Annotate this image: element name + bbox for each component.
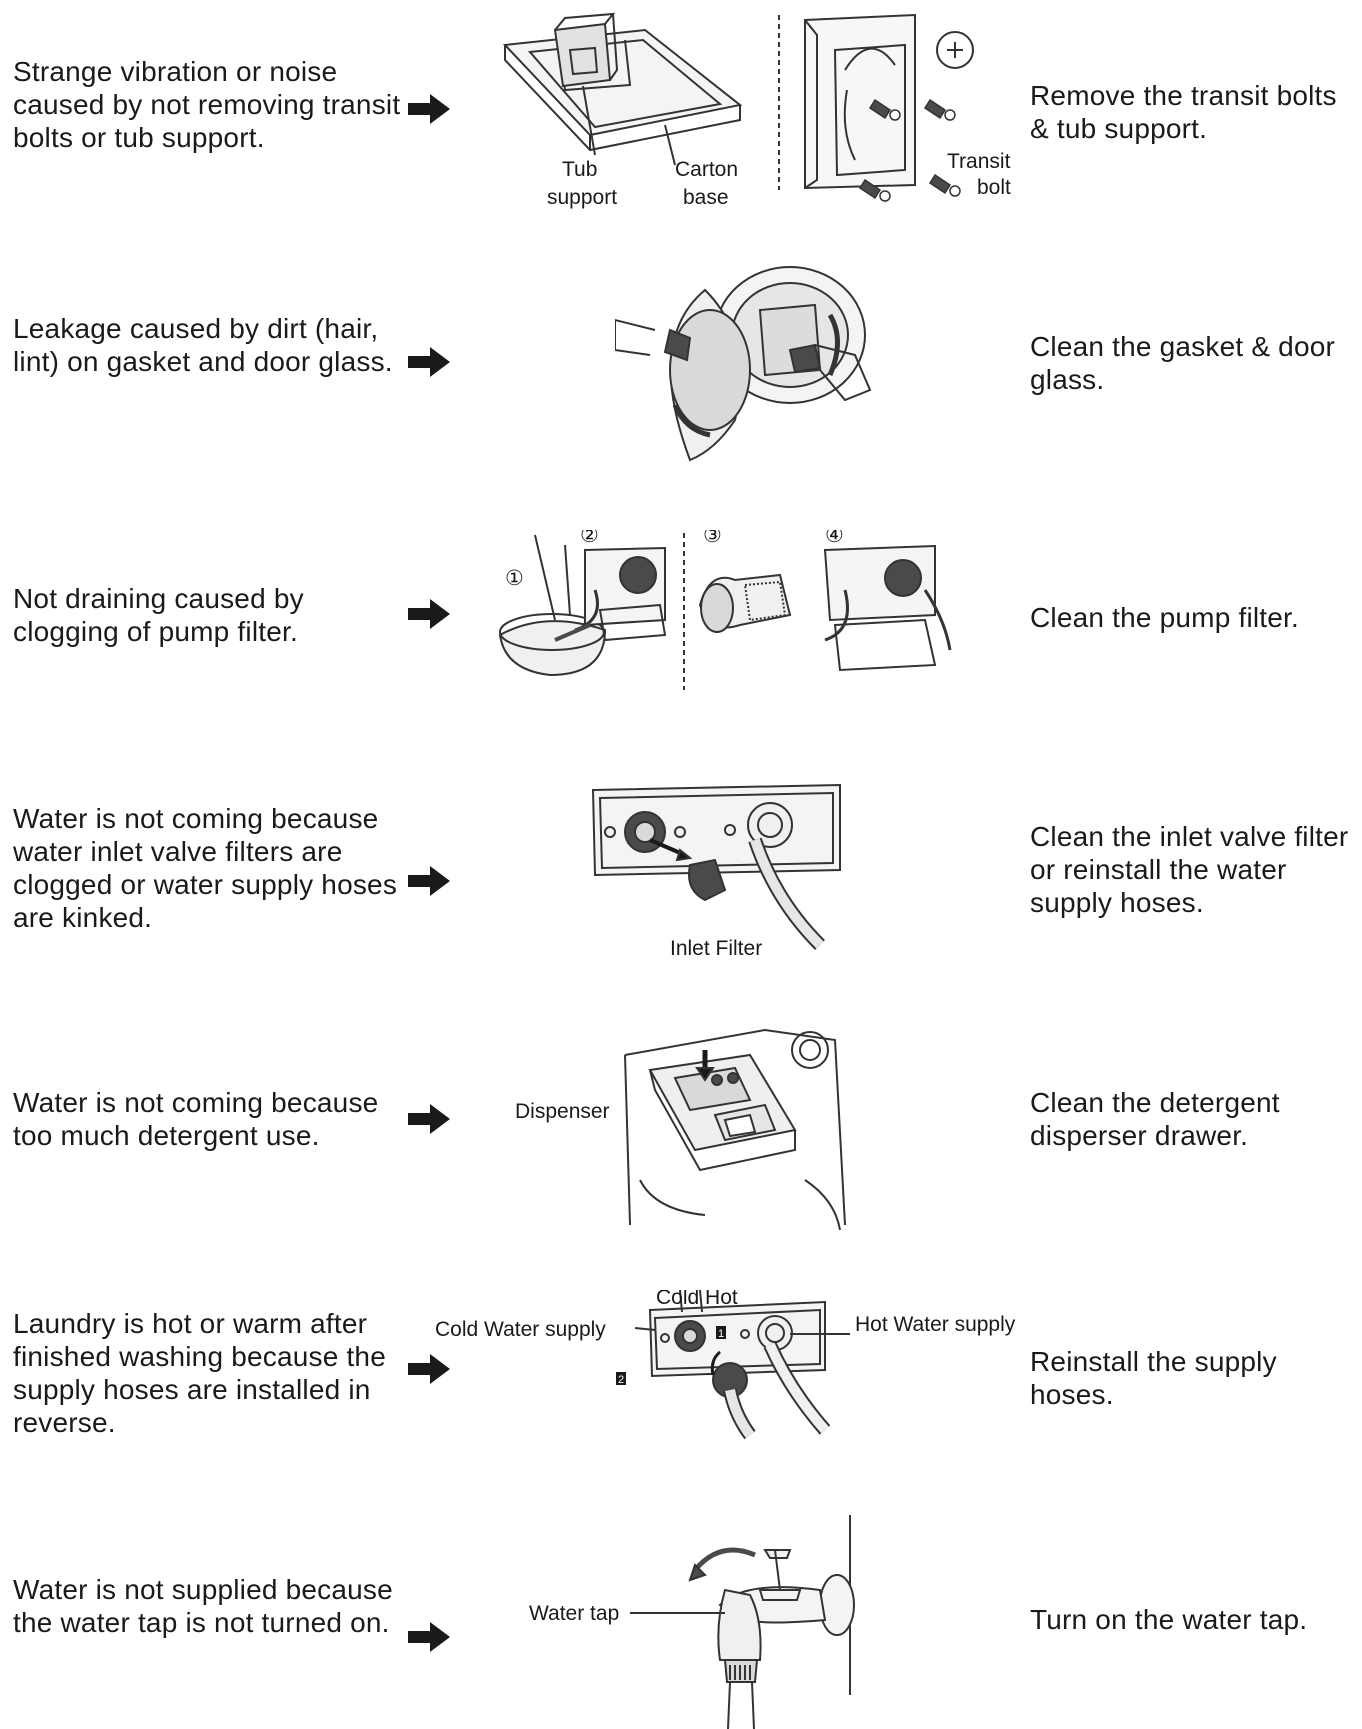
right-arrow-icon [408,599,450,629]
solution-text: Clean the gasket & door glass. [1030,331,1336,395]
hot-water-label: Hot Water supply [855,1313,1016,1336]
problem-text: Water is not coming because water inlet … [13,803,398,933]
problem-text: Leakage caused by dirt (hair, lint) on g… [13,313,393,377]
badge1-label: 1 [718,1328,724,1340]
right-arrow-icon [408,347,450,377]
solution-text: Remove the transit bolts & tub support. [1030,80,1337,144]
solution-text: Clean the inlet valve filter or reinstal… [1030,821,1349,918]
right-arrow-icon [408,94,450,124]
gasket-cleaning-illustration [615,266,872,462]
right-arrow-icon [408,1622,450,1652]
solution-text: Reinstall the supply hoses. [1030,1346,1277,1410]
badge2-label: 2 [618,1374,624,1386]
problem-text: Laundry is hot or warm after finished wa… [13,1308,386,1438]
problem-text: Water is not supplied because the water … [13,1574,393,1638]
water-tap-illustration: Water tap [529,1515,855,1729]
support-label: support [547,186,617,209]
step3-label: ③ [703,530,722,547]
pump-filter-illustration: ① ② ③ ④ [498,530,952,690]
base-label: base [683,186,729,209]
tub-label: Tub [562,158,597,181]
bolt-label: bolt [977,176,1011,199]
transit-bolts-illustration: Tub support Carton base Transit bolt [502,12,1011,209]
dispenser-illustration: Dispenser [515,1028,846,1231]
right-arrow-icon [408,1354,450,1384]
solution-text: Turn on the water tap. [1030,1604,1308,1635]
water-tap-label: Water tap [529,1602,619,1625]
step4-label: ④ [825,530,844,547]
inlet-filter-label: Inlet Filter [670,937,762,960]
transit-label: Transit [947,150,1011,173]
solution-text: Clean the detergent disperser drawer. [1030,1087,1280,1151]
problem-text: Not draining caused by clogging of pump … [13,583,304,647]
supply-hoses-illustration: 1 2 Cold Hot Cold Water supply Hot Water… [435,1290,1016,1440]
solution-text: Clean the pump filter. [1030,602,1299,633]
right-arrow-icon [408,866,450,896]
step1-label: ① [505,567,524,590]
cold-water-label: Cold Water supply [435,1318,606,1341]
problem-text: Water is not coming because too much det… [13,1087,379,1151]
inlet-filter-illustration: Inlet Filter [591,783,841,960]
bolt-icons [858,98,961,202]
carton-base-drawing [502,12,743,166]
step2-label: ② [580,530,599,547]
machine-back-drawing [804,13,974,190]
carton-label: Carton [675,158,738,181]
problem-text: Strange vibration or noise caused by not… [13,56,401,153]
right-arrow-icon [408,1104,450,1134]
cold-hot-label: Cold Hot [656,1290,738,1309]
dispenser-label: Dispenser [515,1100,610,1123]
